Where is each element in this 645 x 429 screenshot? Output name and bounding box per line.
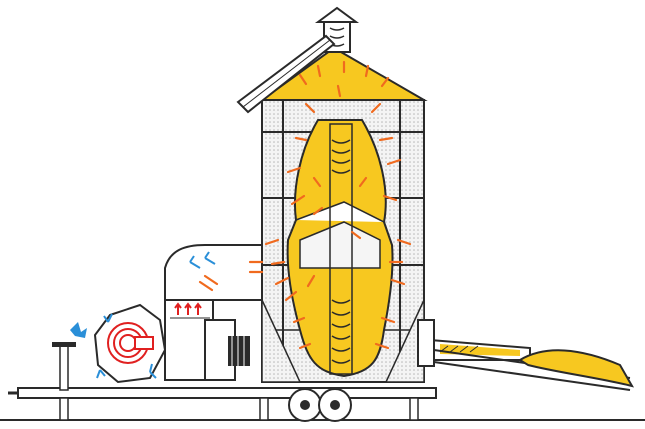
grain-pile — [520, 350, 632, 386]
discharge-auger — [418, 320, 632, 390]
drive-motor — [205, 320, 250, 380]
heat-up-arrows — [175, 304, 201, 315]
central-grain-column — [288, 120, 393, 376]
